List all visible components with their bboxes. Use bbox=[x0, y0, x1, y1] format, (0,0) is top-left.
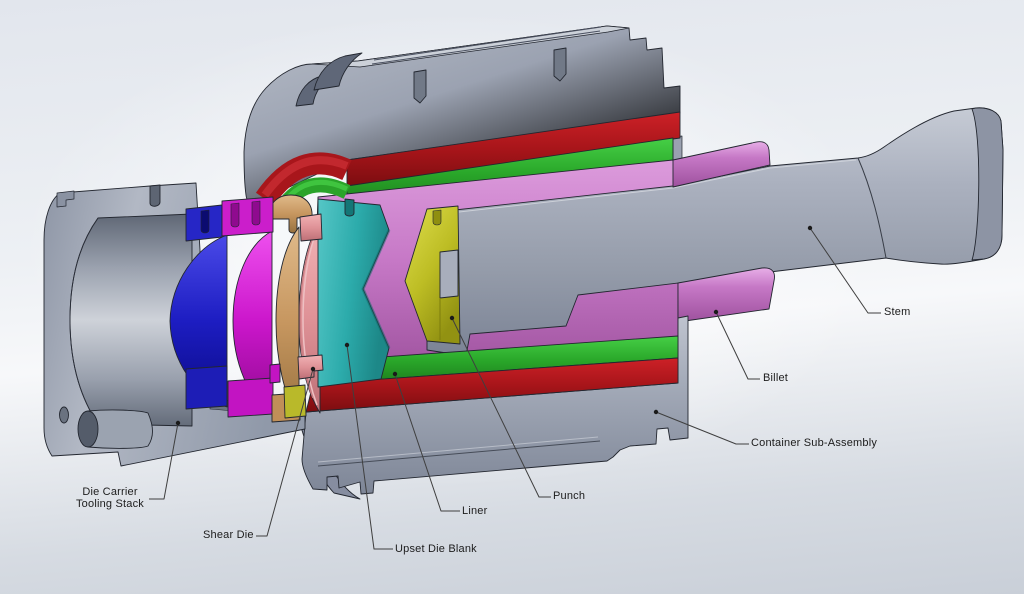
leader-billet bbox=[715, 311, 760, 380]
label-stem: Stem bbox=[884, 306, 911, 318]
label-container-sub-assembly: Container Sub-Assembly bbox=[751, 437, 878, 449]
leader-punch bbox=[451, 317, 551, 498]
part-upset-die-blank bbox=[317, 198, 391, 388]
label-die-carrier-tooling-stack: Die Carrier Tooling Stack bbox=[75, 486, 145, 510]
billet-bottom-bar bbox=[677, 267, 775, 323]
shear-die-bottom-section bbox=[297, 354, 324, 380]
leader-dot bbox=[175, 420, 181, 426]
tooling-stack-rings bbox=[169, 221, 321, 422]
upset-die-bolt-slot bbox=[344, 198, 355, 217]
leader-liner bbox=[394, 373, 460, 512]
die-pin-mushroom bbox=[268, 194, 313, 234]
stem-top-highlight bbox=[458, 159, 857, 213]
keyway-slot bbox=[553, 47, 567, 82]
container-top-body bbox=[243, 25, 681, 204]
magenta-ring-bottom-section bbox=[227, 377, 274, 418]
blue-ring-bottom-section bbox=[185, 365, 228, 410]
leader-die-carrier bbox=[149, 422, 179, 500]
container-top-groove bbox=[371, 26, 602, 65]
billet-top-bar bbox=[672, 141, 771, 188]
container-mantle-top bbox=[346, 111, 681, 187]
leader-dot bbox=[653, 409, 659, 415]
callout-leaders bbox=[149, 227, 881, 550]
leader-dot bbox=[449, 315, 455, 321]
tooling-stack-sections bbox=[185, 196, 324, 423]
punch-bolt-slot bbox=[432, 209, 442, 226]
part-container-bottom-block bbox=[301, 315, 689, 495]
container-bottom-ledge-hl bbox=[317, 436, 599, 463]
container-bottom-ledge bbox=[317, 440, 601, 467]
shear-die-top-section bbox=[299, 213, 323, 242]
bolt-slot bbox=[200, 209, 210, 234]
container-lug-rib bbox=[313, 52, 363, 91]
label-punch: Punch bbox=[553, 490, 586, 502]
stem-end-face bbox=[971, 107, 1004, 261]
label-liner: Liner bbox=[462, 505, 488, 517]
die-carrier-dowel-slot bbox=[149, 184, 161, 207]
part-container-top-block bbox=[243, 25, 683, 204]
leader-dot bbox=[310, 366, 316, 372]
label-billet: Billet bbox=[763, 372, 789, 384]
die-carrier-counterbore bbox=[87, 409, 153, 449]
magenta-sliver bbox=[269, 363, 281, 384]
leader-container bbox=[655, 411, 749, 445]
label-shear-die: Shear Die bbox=[203, 529, 254, 541]
die-carrier-corner-notch bbox=[56, 190, 75, 208]
container-top-face bbox=[311, 25, 630, 68]
label-upset-die-blank: Upset Die Blank bbox=[395, 543, 477, 555]
shear-die-ring-line-hl bbox=[302, 229, 318, 406]
stem-flare-edge bbox=[857, 157, 887, 259]
die-carrier-bore-rim bbox=[69, 217, 99, 425]
leader-shear-die bbox=[256, 368, 314, 537]
shear-die-ring bbox=[298, 221, 321, 414]
keyway-slot bbox=[413, 69, 427, 104]
upset-die-chevron-shadow bbox=[361, 229, 391, 349]
container-front-rings bbox=[255, 152, 352, 234]
yellow-die-backer bbox=[283, 384, 307, 419]
container-bottom-body bbox=[301, 315, 689, 495]
bolt-slot bbox=[251, 200, 261, 226]
magenta-ring-top-section bbox=[221, 196, 274, 237]
leader-dot bbox=[344, 342, 350, 348]
callout-dots bbox=[175, 225, 813, 426]
leader-dot bbox=[392, 371, 398, 377]
bolt-slot bbox=[230, 202, 240, 228]
container-mantle-bottom bbox=[305, 357, 679, 413]
die-carrier-counterbore-rim bbox=[77, 410, 99, 448]
part-punch bbox=[404, 205, 461, 345]
leader-upset-die-blank bbox=[346, 344, 393, 550]
container-right-sliver bbox=[672, 135, 683, 162]
punch-body bbox=[404, 205, 461, 345]
leader-dot bbox=[807, 225, 813, 231]
part-stem bbox=[426, 107, 1004, 357]
die-carrier-small-hole bbox=[59, 406, 69, 424]
leader-dot bbox=[713, 309, 719, 315]
punch-dowel-slot bbox=[439, 249, 459, 299]
mantle-front-arc-hl bbox=[261, 156, 349, 198]
leader-stem bbox=[809, 227, 881, 314]
